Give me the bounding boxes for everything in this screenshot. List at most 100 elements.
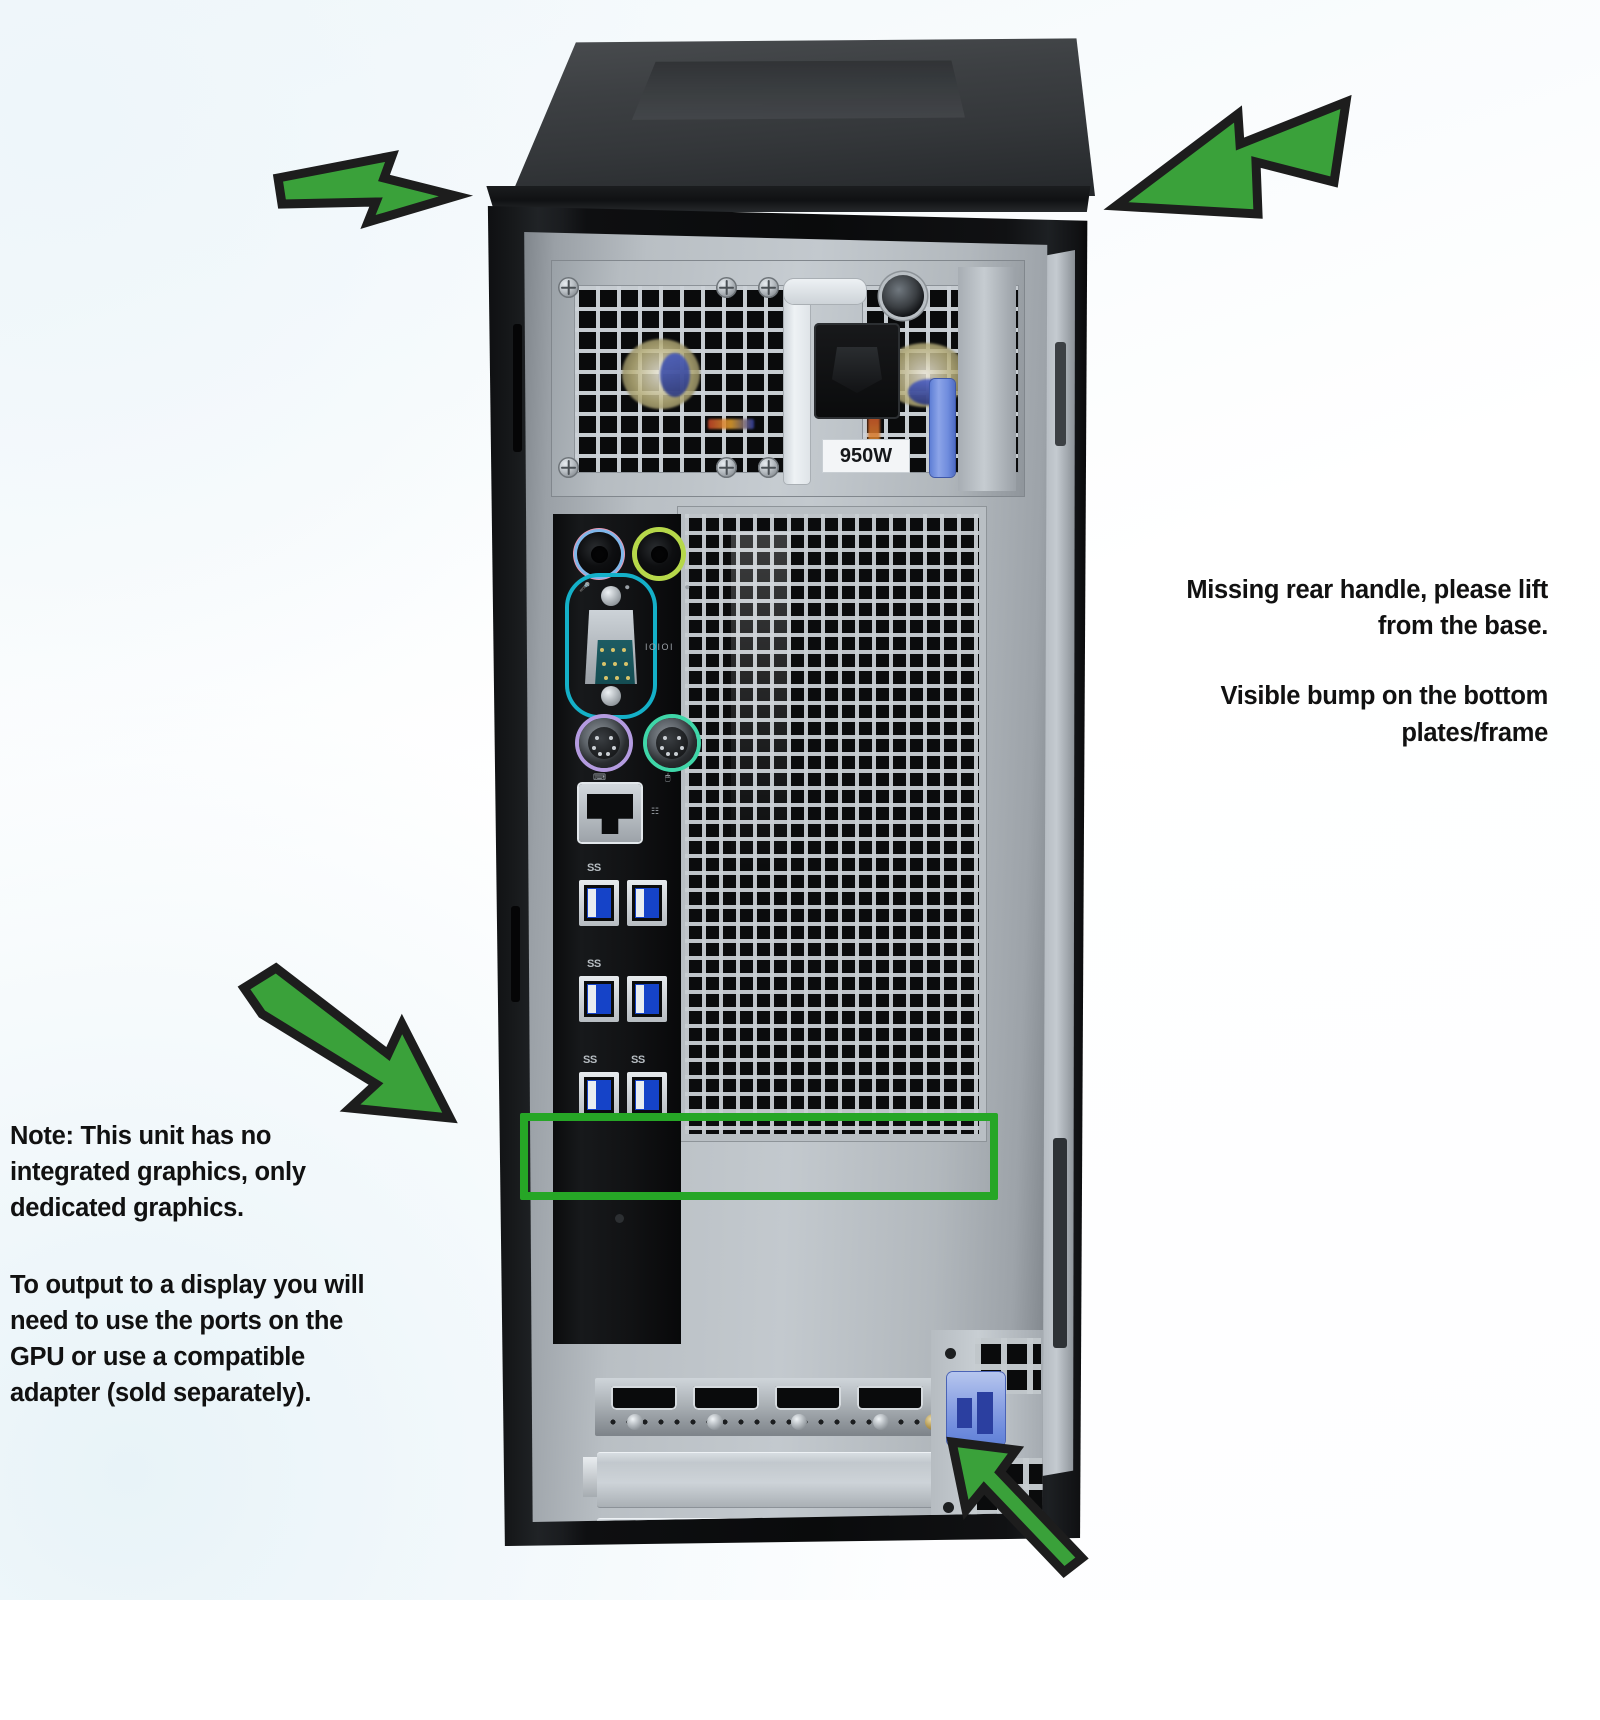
psu-ac-marking-left [660,353,690,397]
right-note-line-3: Visible bump on the bottom [1220,682,1549,711]
left-note-line-4: To output to a display you will [10,1270,365,1299]
photo-canvas: 950W 🎤 ⏺ ⏺ [0,0,1600,1600]
right-note-block-1: Missing rear handle, please lift from th… [1168,572,1548,644]
displayport-1[interactable] [611,1386,677,1410]
ps2-mouse-port[interactable] [647,718,697,768]
line-in-mic-icon: 🎤 [579,582,591,592]
usb-row3-label-a: SS [583,1054,597,1066]
serial-connector-shell [585,610,637,684]
empty-slot-cover-1 [583,1452,947,1508]
workstation-tower: 950W 🎤 ⏺ ⏺ [455,36,1115,1556]
right-note-line-1: Missing rear handle, please lift [1186,576,1548,604]
serial-screw-top [601,586,621,606]
psu-screw-bottom-mid-a [716,457,737,478]
vent-patch-top [975,1338,1041,1394]
usb-row3-label-b: SS [631,1054,645,1066]
serial-screw-bottom [601,686,621,706]
ps2-keyboard-socket [588,727,620,759]
gpu-ports-highlight-box [520,1113,998,1200]
right-note-line-4: plates/frame [1401,718,1548,747]
left-note-line-3: dedicated graphics. [10,1194,244,1223]
right-note-block-2: Visible bump on the bottom plates/frame [1168,678,1549,750]
line-out-hole [650,545,668,563]
psu-screw-top-mid-a [716,277,737,298]
gpu-bracket [595,1378,951,1436]
left-note-block-1: Note: This unit has no integrated graphi… [10,1118,410,1227]
serial-port-label: IOIOI [645,642,675,652]
ac-power-socket[interactable] [814,323,900,419]
top-cover-lip [486,186,1091,212]
displayport-3[interactable] [775,1386,841,1410]
usb3-port-1[interactable] [579,880,619,926]
left-note-line-6: GPU or use a compatible [10,1343,305,1372]
left-note-line-5: need to use the ports on the [10,1306,344,1335]
column-hole-bottom [941,1650,952,1661]
psu-wattage-label: 950W [822,439,910,473]
psu-screw-top-left [558,277,579,298]
rear-io-tray: 950W 🎤 ⏺ ⏺ [524,232,1048,1522]
chassis-mesh-vent [685,514,979,1134]
arrow-top-right [1103,94,1352,224]
empty-slot-cover-3 [597,1584,947,1640]
arrow-lower-left [236,962,460,1126]
left-note-line-1: Note: This unit has no [10,1122,272,1150]
psu-screw-bottom-mid-b [758,457,779,478]
psu-pull-handle-top[interactable] [784,279,866,304]
left-note-block-2: To output to a display you will need to … [10,1267,410,1412]
right-annotation-note: Missing rear handle, please lift from th… [1168,572,1548,751]
line-in-hole [590,545,608,563]
psu-screw-bottom-left [558,457,579,478]
left-annotation-note: Note: This unit has no integrated graphi… [10,1118,410,1411]
motherboard-io-bezel: 🎤 ⏺ ⏺ IOIOI [553,514,697,1344]
psu-screw-top-mid-b [758,277,779,298]
bracket-screw-2 [707,1414,723,1430]
power-supply-bay: 950W [551,260,1025,497]
right-strip-slot-upper [1055,342,1066,446]
usb-row2-label: SS [587,958,601,970]
audio-line-out-jack[interactable] [637,532,681,576]
left-edge-slot-lower [511,906,520,1002]
left-edge-slot-upper [513,324,522,452]
usb-row1-label: SS [587,862,601,874]
ps2-keyboard-port[interactable] [579,718,629,768]
psu-release-latch[interactable] [930,379,955,477]
pcie-retention-clip-upper[interactable] [947,1372,1005,1446]
usb3-port-6[interactable] [627,1072,667,1118]
keyboard-icon: ⌨ [593,772,607,782]
vent-patch-bottom [975,1618,1037,1674]
bottom-plate [573,1656,969,1708]
displayport-2[interactable] [693,1386,759,1410]
line-in-icon: ⏺ [625,582,631,592]
column-hole-mid [943,1502,954,1513]
line-out-icon: ⏺ [685,582,691,592]
ethernet-port[interactable] [579,784,641,842]
bracket-screw-1 [627,1414,643,1430]
arrow-top-left [272,148,474,229]
bracket-screw-4 [873,1414,889,1430]
psu-right-pillar [958,267,1016,491]
left-note-line-7: adapter (sold separately). [10,1379,312,1408]
mouse-icon: 🖱 [665,772,671,782]
usb3-port-5[interactable] [579,1072,619,1118]
bottom-plate-tab [749,1698,805,1720]
network-icon: ☷ [651,806,660,816]
column-hole-top [945,1348,956,1359]
bracket-screw-3 [791,1414,807,1430]
bezel-standoff [615,1214,624,1223]
bracket-vent-holes [605,1416,941,1428]
displayport-4[interactable] [857,1386,923,1410]
right-strip-slot-lower [1053,1138,1067,1348]
top-cover-panel [510,38,1095,196]
audio-line-in-jack[interactable] [577,532,621,576]
usb3-port-3[interactable] [579,976,619,1022]
left-note-line-2: integrated graphics, only [10,1158,306,1187]
usb3-port-2[interactable] [627,880,667,926]
arrow-bottom-right [946,1424,1089,1579]
usb3-port-4[interactable] [627,976,667,1022]
recessed-handle-indent [631,60,965,120]
right-note-line-2: from the base. [1377,612,1548,641]
psu-pull-handle[interactable] [784,279,810,484]
serial-port[interactable] [581,586,641,706]
psu-self-test-led[interactable] [882,275,924,317]
psu-wire-bundle-left [708,419,754,429]
